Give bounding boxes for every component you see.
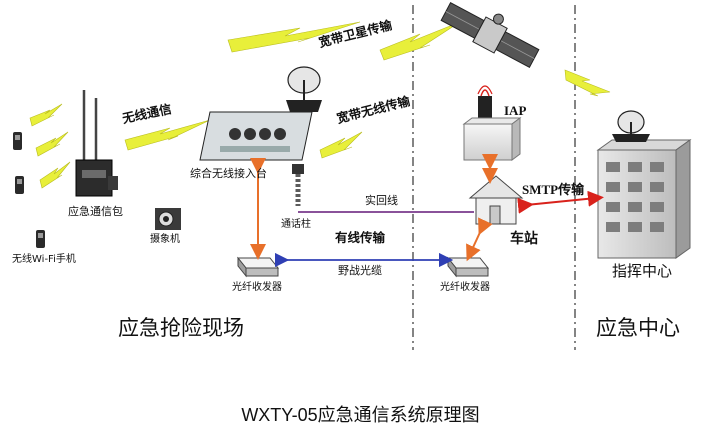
label-smtp: SMTP传输 bbox=[522, 182, 585, 197]
label-pack: 应急通信包 bbox=[68, 205, 123, 218]
label-depot: 车站 bbox=[510, 231, 538, 247]
hq-building-icon bbox=[596, 110, 692, 259]
fiber-transceiver-a-icon bbox=[236, 256, 280, 278]
emergency-pack-icon bbox=[75, 159, 118, 197]
label-hq: 指挥中心 bbox=[612, 262, 673, 280]
zone-field-label: 应急抢险现场 bbox=[118, 316, 244, 340]
talk-post-icon bbox=[292, 164, 304, 206]
field-dish-icon bbox=[286, 66, 322, 112]
antenna-masts-icon bbox=[82, 90, 98, 170]
diagram-caption: WXTY-05应急通信系统原理图 bbox=[241, 405, 480, 425]
smtp-line bbox=[517, 190, 604, 214]
label-wired: 有线传输 bbox=[335, 230, 386, 245]
label-station: 综合无线接入台 bbox=[190, 167, 267, 180]
label-iap: IAP bbox=[504, 103, 527, 118]
label-fiber-b: 光纤收发器 bbox=[440, 282, 490, 293]
station-house-icon bbox=[468, 175, 524, 225]
fiber-transceiver-b-icon bbox=[446, 256, 490, 278]
label-loop: 实回线 bbox=[365, 194, 398, 207]
wireless-station-icon bbox=[199, 111, 313, 161]
label-post: 通话柱 bbox=[281, 219, 311, 230]
zone-center-label: 应急中心 bbox=[596, 316, 680, 340]
satellite-icon bbox=[440, 2, 540, 68]
iap-icon bbox=[462, 85, 522, 161]
lightning-bolts bbox=[29, 21, 611, 189]
label-phone: 无线Wi-Fi手机 bbox=[12, 254, 76, 265]
phone-icons bbox=[13, 132, 45, 248]
orange-link-house-fiber bbox=[466, 217, 493, 262]
label-fiber-cable: 野战光缆 bbox=[338, 264, 382, 277]
label-camera: 摄象机 bbox=[150, 234, 180, 245]
camera-icon bbox=[155, 208, 181, 230]
label-fiber-a: 光纤收发器 bbox=[232, 282, 282, 293]
